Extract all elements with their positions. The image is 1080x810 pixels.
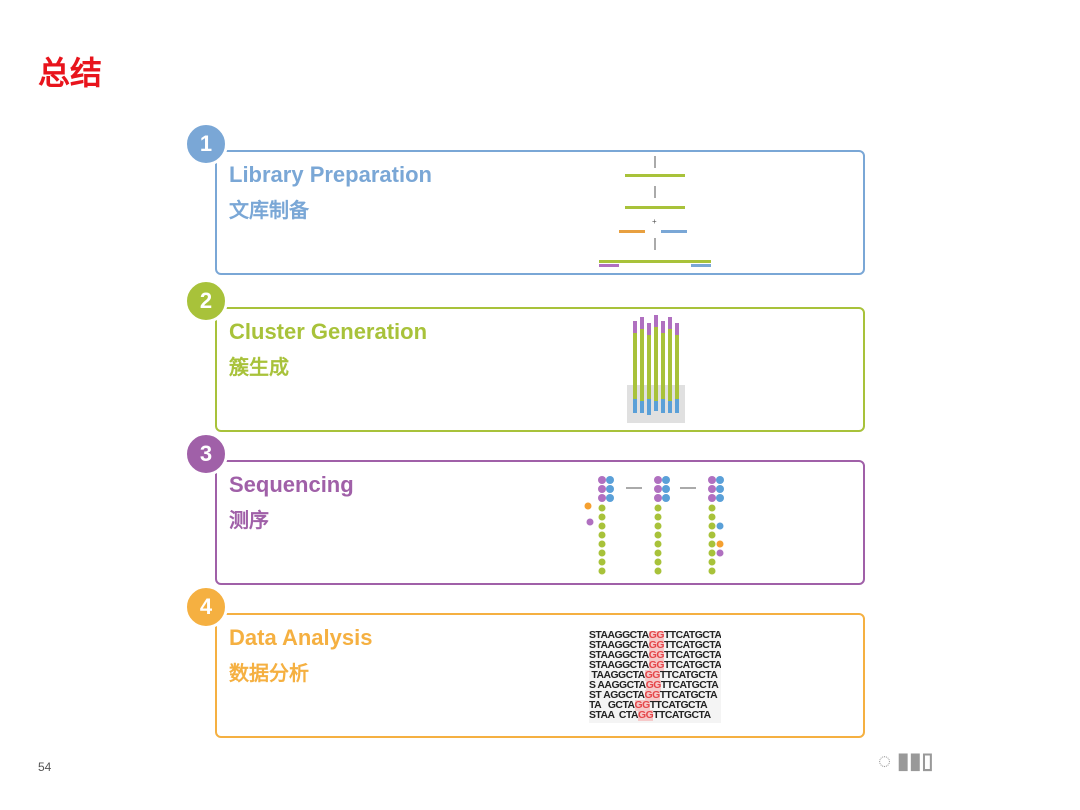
sequence-read: STAAGGCTAGGTTCATGCTA: [589, 640, 721, 651]
highlighted-bases: GG: [645, 680, 661, 691]
bases: TTCATGCTA: [663, 631, 721, 641]
highlighted-bases: GG: [648, 660, 664, 671]
bases: TTCATGCTA: [663, 650, 721, 661]
step-cluster-generation: Cluster Generation 簇生成: [215, 307, 865, 432]
step-number-badge: 3: [184, 432, 228, 476]
highlighted-bases: GG: [644, 690, 660, 701]
bases: TTCATGCTA: [659, 670, 718, 681]
sequence-read: STAA CTAGGTTCATGCTA: [589, 710, 721, 721]
step-title-en: Sequencing: [229, 472, 354, 497]
step-title-zh: 簇生成: [229, 355, 289, 379]
bases: S AAGGCTA: [589, 680, 646, 691]
watermark-logo: ◌ ▮▮▯: [878, 748, 934, 773]
highlighted-bases: GG: [637, 710, 654, 721]
sequence-read: ST AGGCTAGGTTCATGCTA: [589, 690, 721, 701]
step-sequencing: Sequencing 测序: [215, 460, 865, 585]
bases: STAA CTA: [589, 710, 638, 721]
step-title-zh: 文库制备: [229, 198, 309, 222]
page-title: 总结: [38, 54, 103, 92]
bases: TTCATGCTA: [660, 680, 719, 691]
bases: STAAGGCTA: [589, 660, 649, 671]
step-title-en: Cluster Generation: [229, 319, 428, 344]
bases: TAAGGCTA: [589, 670, 645, 681]
highlighted-bases: GG: [644, 670, 660, 681]
bases: ST AGGCTA: [589, 690, 645, 701]
sequence-read: STAAGGCTAGGTTCATGCTA: [589, 660, 721, 671]
sequence-read: TAAGGCTAGGTTCATGCTA: [589, 670, 721, 681]
step-number-badge: 1: [184, 122, 228, 166]
step-number-badge: 2: [184, 279, 228, 323]
sequence-read: TA GCTAGGTTCATGCTA: [589, 700, 721, 711]
bases: STAAGGCTA: [589, 631, 649, 641]
page-number: 54: [38, 760, 52, 774]
step-title-zh: 测序: [229, 508, 269, 532]
sequence-read: STAAGGCTAGGTTCATGCTA: [589, 650, 721, 661]
sequencing-diagram: [584, 476, 724, 575]
bases: TA GCTA: [589, 700, 635, 711]
bases: TTCATGCTA: [653, 710, 711, 721]
sequence-read: S AAGGCTAGGTTCATGCTA: [589, 680, 721, 691]
step-title-en: Library Preparation: [229, 162, 432, 187]
step-title-en: Data Analysis: [229, 625, 373, 650]
svg-text:+: +: [652, 217, 657, 226]
bases: TTCATGCTA: [659, 690, 718, 701]
bases: TTCATGCTA: [649, 700, 708, 711]
bases: STAAGGCTA: [589, 650, 649, 661]
sequence-read: STAAGGCTAGGTTCATGCTA: [589, 631, 721, 641]
bases: STAAGGCTA: [589, 640, 649, 651]
bases: TTCATGCTA: [663, 640, 721, 651]
step-title-zh: 数据分析: [229, 661, 309, 685]
highlighted-bases: GG: [648, 650, 664, 661]
highlighted-bases: GG: [648, 631, 664, 641]
highlighted-bases: GG: [634, 700, 650, 711]
cluster-diagram: [627, 315, 685, 423]
bases: TTCATGCTA: [663, 660, 721, 671]
library-prep-diagram: +: [599, 156, 711, 267]
step-number-badge: 4: [184, 585, 228, 629]
step-library-preparation: Library Preparation 文库制备 +: [215, 150, 865, 275]
highlighted-bases: GG: [648, 640, 664, 651]
